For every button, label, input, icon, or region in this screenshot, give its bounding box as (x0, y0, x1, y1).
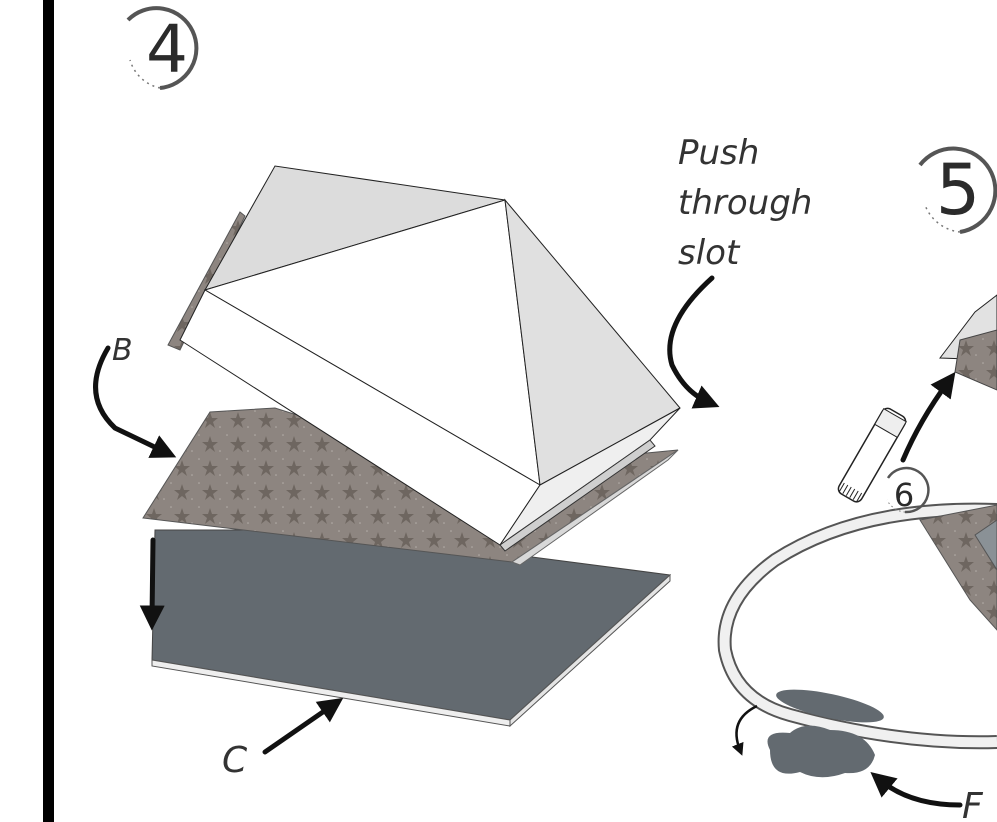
base-board (151, 529, 672, 728)
ribbon-ring (717, 502, 997, 750)
arrow-c (262, 697, 344, 755)
label-slot: slot (678, 233, 741, 273)
label-push: Push (678, 133, 759, 173)
patterned-strip (167, 211, 246, 351)
label-b: B (112, 333, 133, 368)
left-frame-bar (43, 0, 54, 822)
step-6-badge: 6 (886, 466, 930, 514)
glue-stick-icon (837, 407, 907, 503)
arrow-glue (900, 371, 956, 463)
arrow-down (139, 537, 165, 631)
arrow-f (870, 772, 963, 808)
arrow-push (667, 275, 720, 409)
step-4-badge: 4 (126, 6, 199, 90)
label-through: through (678, 183, 812, 223)
gift-box (179, 165, 681, 552)
label-f: F (962, 786, 984, 822)
step-5-badge: 5 (918, 146, 997, 234)
glue-dot-shape (767, 725, 875, 778)
step-6-number: 6 (894, 476, 914, 514)
arrows (93, 275, 963, 808)
arrow-rotate (731, 704, 758, 756)
step-5-box-corner (939, 294, 997, 391)
arrow-b (93, 345, 177, 458)
step-4-number: 4 (146, 11, 188, 88)
step-5-number: 5 (936, 149, 981, 231)
label-c: C (222, 740, 248, 781)
